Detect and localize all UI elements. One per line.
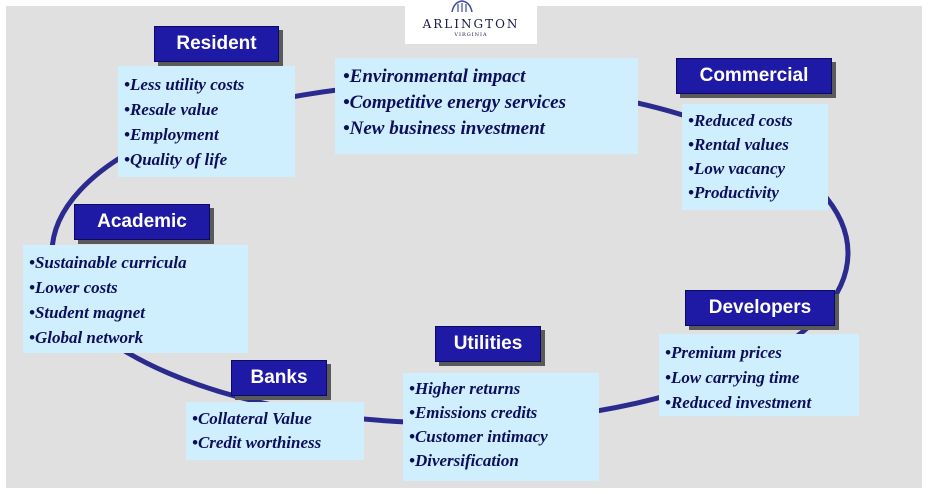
resident-header: Resident (154, 26, 279, 62)
commercial-item: •Productivity (688, 183, 779, 202)
commercial-item: •Low vacancy (688, 159, 786, 178)
academic-box: •Sustainable curricula •Lower costs •Stu… (23, 245, 248, 353)
academic-item: •Lower costs (29, 278, 118, 297)
resident-item: •Resale value (124, 100, 219, 119)
utilities-item: •Emissions credits (409, 403, 538, 422)
banks-box: •Collateral Value •Credit worthiness (186, 402, 364, 460)
resident-item: •Less utility costs (124, 75, 245, 94)
banks-item: •Collateral Value (192, 409, 312, 428)
utilities-item: •Customer intimacy (409, 427, 548, 446)
developers-item: •Premium prices (665, 343, 782, 362)
academic-item: •Global network (29, 328, 144, 347)
center-item: •Environmental impact (343, 66, 526, 87)
resident-item: •Quality of life (124, 150, 228, 169)
academic-item: •Student magnet (29, 303, 146, 322)
center-item: •New business investment (343, 118, 545, 139)
developers-box: •Premium prices •Low carrying time •Redu… (659, 334, 859, 416)
commercial-item: •Rental values (688, 135, 789, 154)
center-item: •Competitive energy services (343, 92, 566, 113)
developers-header: Developers (685, 290, 835, 326)
center-benefits-box: •Environmental impact •Competitive energ… (335, 58, 638, 154)
developers-item: •Reduced investment (665, 393, 812, 412)
resident-item: •Employment (124, 125, 219, 144)
developers-item: •Low carrying time (665, 368, 800, 387)
resident-box: •Less utility costs •Resale value •Emplo… (118, 66, 295, 177)
banks-item: •Credit worthiness (192, 433, 322, 452)
commercial-item: •Reduced costs (688, 111, 793, 130)
commercial-box: •Reduced costs •Rental values •Low vacan… (682, 104, 828, 210)
logo-name: ARLINGTON (422, 17, 520, 31)
banks-header: Banks (231, 360, 327, 396)
commercial-header: Commercial (676, 58, 832, 94)
utilities-item: •Diversification (409, 451, 519, 470)
academic-item: •Sustainable curricula (29, 253, 187, 272)
utilities-box: •Higher returns •Emissions credits •Cust… (403, 373, 599, 481)
utilities-header: Utilities (435, 326, 541, 362)
utilities-item: •Higher returns (409, 379, 521, 398)
logo-subtitle: VIRGINIA (454, 32, 488, 38)
academic-header: Academic (74, 204, 210, 240)
logo-mark-icon (451, 0, 473, 12)
arlington-logo: ARLINGTON VIRGINIA (405, 0, 537, 44)
